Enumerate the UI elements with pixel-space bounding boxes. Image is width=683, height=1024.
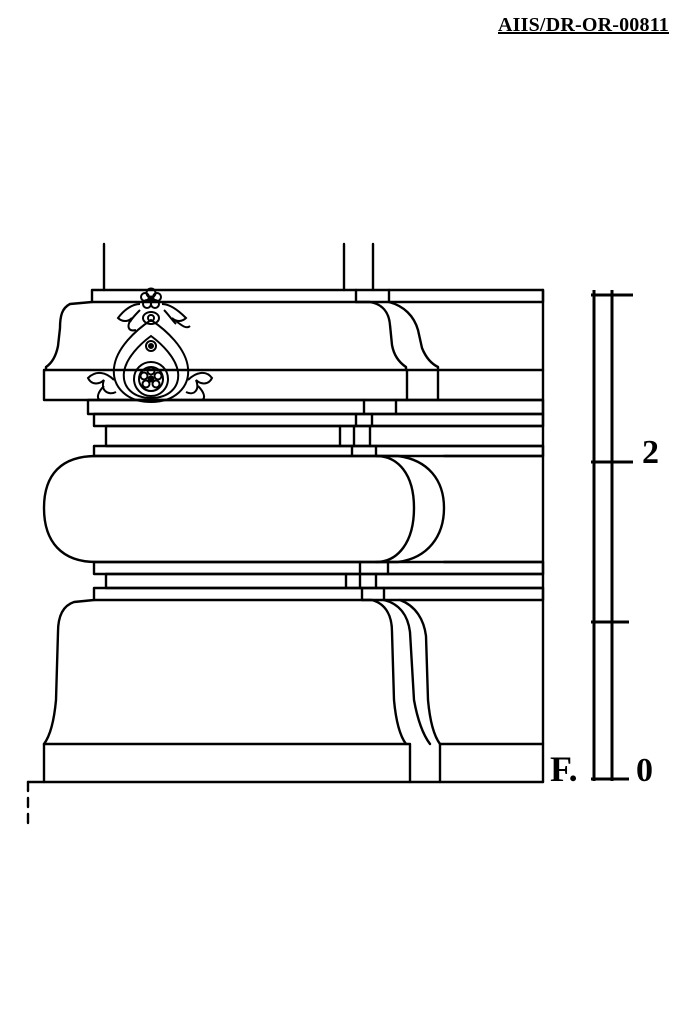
floral-medallion-carving [86, 287, 214, 404]
torus-roll [42, 454, 545, 564]
upper-plinth-band [42, 368, 545, 402]
pilaster-shafts [102, 242, 375, 292]
top-rosette [140, 287, 162, 309]
sheet-id: AIIS/DR-OR-00811 [498, 14, 669, 36]
scale-tick-label-2: 2 [642, 434, 659, 471]
bottom-plinth [26, 742, 545, 784]
top-fillet [90, 288, 545, 304]
upper-cushion-moulding [44, 300, 440, 372]
floor-level-label: F. [550, 749, 578, 789]
lower-fillets [92, 560, 545, 602]
lower-cushion-moulding [42, 598, 545, 746]
scale-tick-label-0: 0 [636, 752, 653, 789]
upper-fillets [86, 398, 545, 458]
scale-bar [591, 290, 633, 781]
